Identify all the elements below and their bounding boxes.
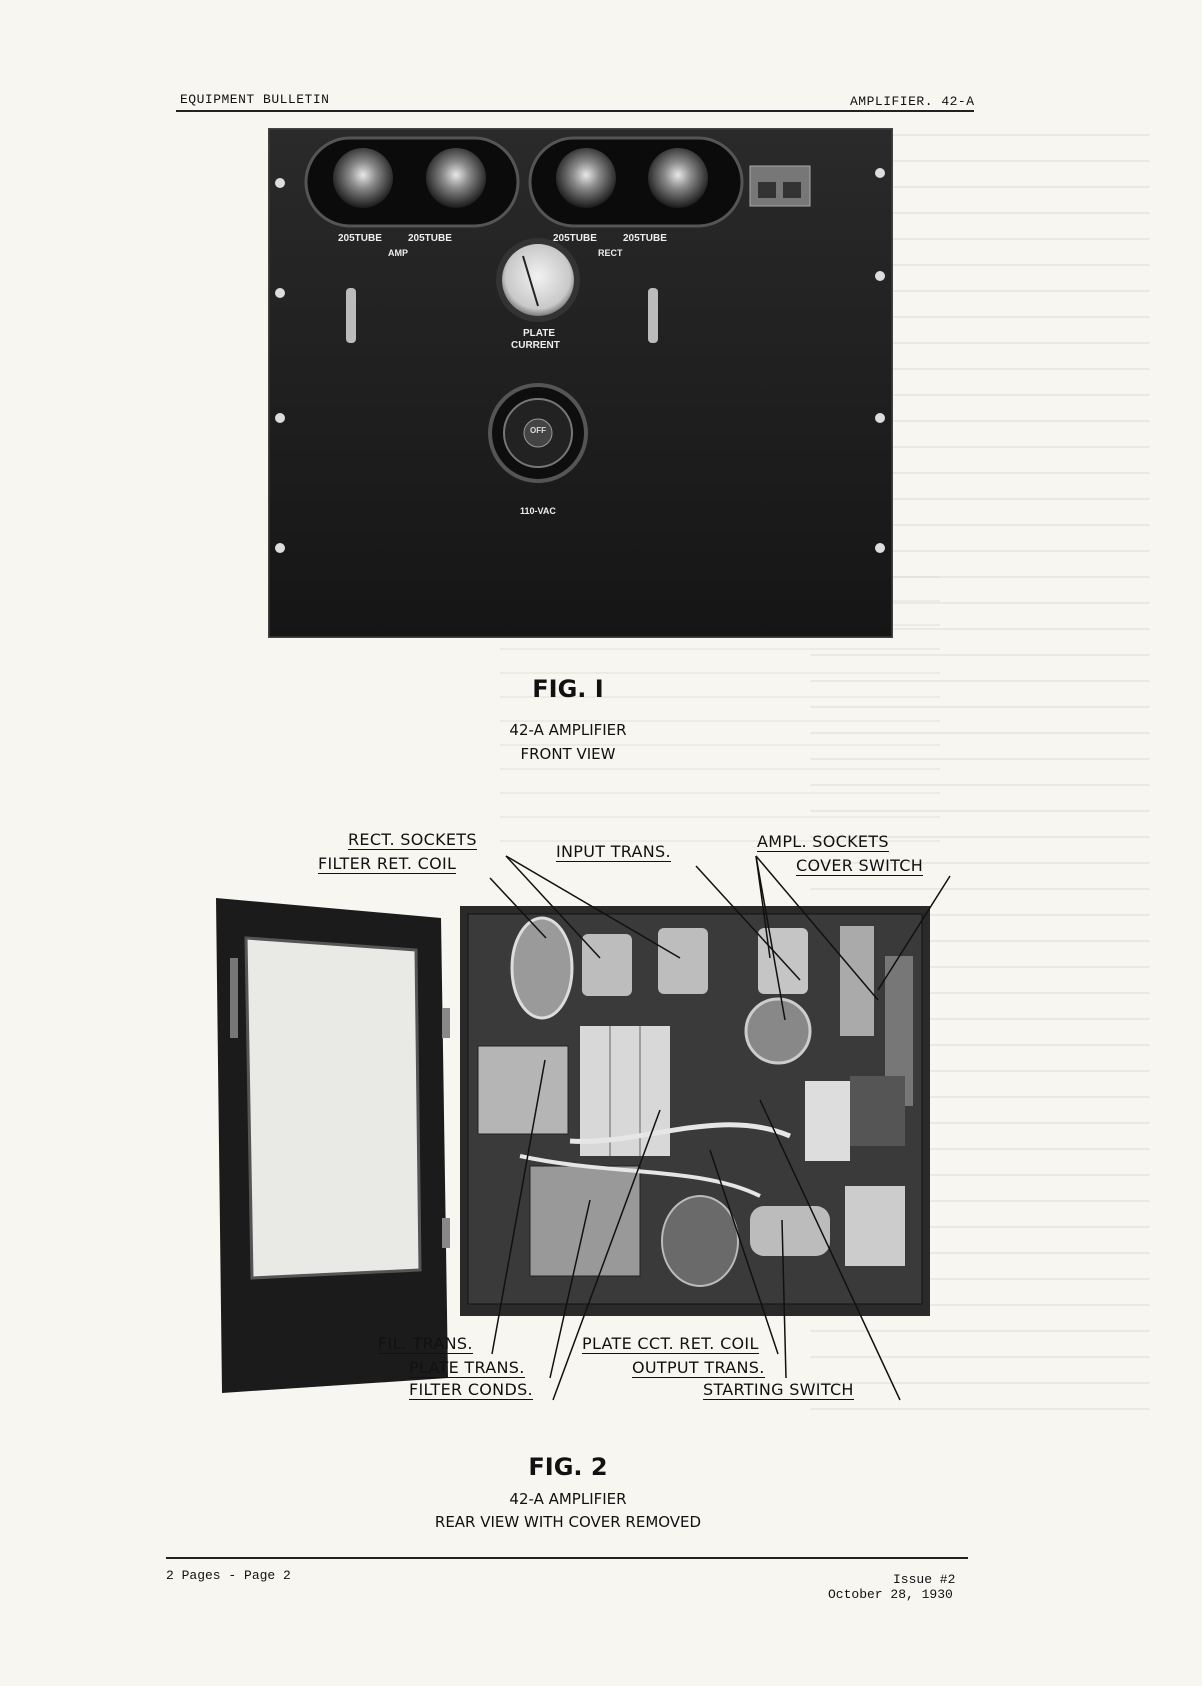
header-right: AMPLIFIER. 42-A: [850, 94, 975, 109]
amplifier-front-panel-image: [266, 126, 895, 640]
tube-label-2: 205TUBE: [408, 233, 452, 244]
amp-group-label: AMP: [388, 248, 408, 258]
fig2-chassis-photo: [460, 906, 930, 1316]
tube-label-1: 205TUBE: [338, 233, 382, 244]
switch-off-text: OFF: [530, 426, 546, 435]
tube-label-4: 205TUBE: [623, 233, 667, 244]
label-filter-conds: FILTER CONDS.: [409, 1380, 533, 1400]
cabinet-door-image: [216, 898, 450, 1393]
fig1-photo: 205TUBE 205TUBE 205TUBE 205TUBE AMP RECT…: [266, 126, 895, 640]
fig1-caption-line1: 42-A AMPLIFIER: [509, 721, 627, 739]
label-input-trans: INPUT TRANS.: [556, 842, 671, 862]
label-rect-sockets: RECT. SOCKETS: [348, 830, 477, 850]
footer-issue: Issue #2: [893, 1572, 956, 1587]
fig1-caption-line2: FRONT VIEW: [520, 745, 616, 763]
header-left: EQUIPMENT BULLETIN: [180, 92, 330, 107]
rect-group-label: RECT: [598, 248, 623, 258]
tube-label-3: 205TUBE: [553, 233, 597, 244]
power-label: 110-VAC: [520, 506, 556, 516]
amplifier-rear-chassis-image: [460, 906, 930, 1316]
fig2-title: FIG. 2: [528, 1453, 608, 1481]
footer-rule: [166, 1557, 968, 1559]
footer-date: October 28, 1930: [828, 1587, 953, 1602]
header-rule: [176, 110, 974, 112]
footer-page-count: 2 Pages - Page 2: [166, 1568, 291, 1583]
meter-label-1: PLATE: [523, 328, 556, 339]
fig2-door-photo: [216, 898, 456, 1393]
label-starting-switch: STARTING SWITCH: [703, 1380, 854, 1400]
label-plate-trans: PLATE TRANS.: [409, 1358, 525, 1378]
label-fil-trans: FIL. TRANS.: [378, 1334, 473, 1354]
fig2-caption-line1: 42-A AMPLIFIER: [509, 1490, 627, 1508]
meter-label-2: CURRENT: [511, 340, 560, 351]
label-output-trans: OUTPUT TRANS.: [632, 1358, 765, 1378]
label-filter-ret-coil: FILTER RET. COIL: [318, 854, 457, 874]
fig2-caption-line2: REAR VIEW WITH COVER REMOVED: [434, 1513, 702, 1531]
label-plate-cct-ret-coil: PLATE CCT. RET. COIL: [582, 1334, 759, 1354]
label-ampl-sockets: AMPL. SOCKETS: [757, 832, 889, 852]
fig1-title: FIG. I: [532, 675, 604, 703]
label-cover-switch: COVER SWITCH: [796, 856, 924, 876]
